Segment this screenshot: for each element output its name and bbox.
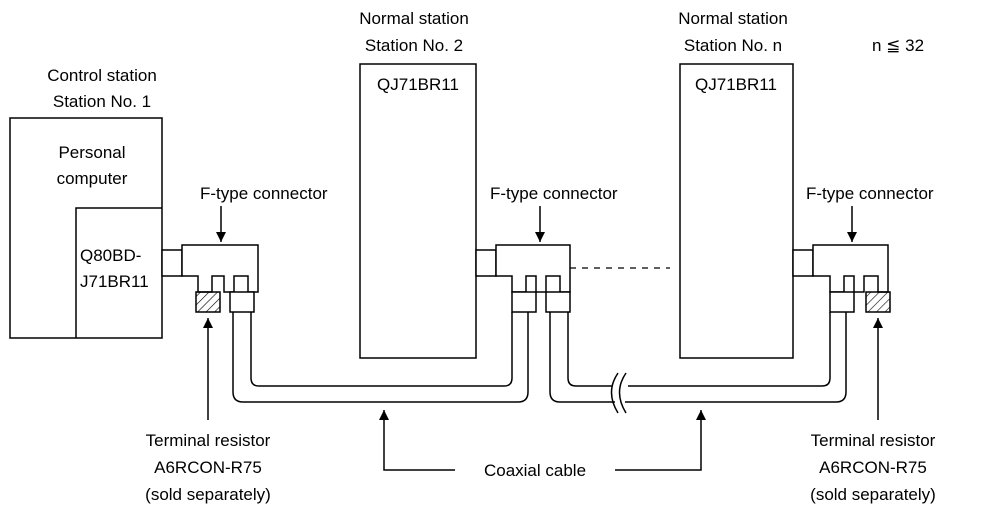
terminal-resistor-2-line2: A6RCON-R75 bbox=[819, 458, 927, 477]
normal-station-n-number: Station No. n bbox=[684, 36, 782, 55]
station-2-module-label: QJ71BR11 bbox=[377, 75, 459, 94]
connector-1-plug bbox=[161, 249, 183, 277]
pc-label-line2: computer bbox=[57, 169, 128, 188]
f-type-connector-3 bbox=[792, 244, 891, 313]
connector-3-body bbox=[812, 244, 889, 293]
normal-station-n-title: Normal station bbox=[678, 9, 788, 28]
cable-fitting-3 bbox=[829, 291, 855, 313]
f-type-connector-1 bbox=[161, 244, 259, 313]
connector-label-3: F-type connector bbox=[806, 184, 934, 203]
connector-label-2: F-type connector bbox=[490, 184, 618, 203]
station-2-module-box bbox=[359, 63, 477, 359]
connector-2-plug bbox=[475, 249, 497, 277]
control-station-title: Control station bbox=[47, 66, 157, 85]
terminal-resistor-1 bbox=[195, 291, 221, 313]
terminal-resistor-2-line3: (sold separately) bbox=[810, 485, 936, 504]
terminal-resistor-1-line1: Terminal resistor bbox=[146, 431, 271, 450]
station-n-module-label: QJ71BR11 bbox=[695, 75, 777, 94]
cable-fitting-2b bbox=[545, 291, 571, 313]
station-n-module-box bbox=[679, 63, 794, 359]
coaxial-cable-label: Coaxial cable bbox=[484, 461, 586, 480]
cable-break-mark-left bbox=[610, 372, 619, 414]
terminal-resistor-1-line2: A6RCON-R75 bbox=[154, 458, 262, 477]
normal-station-2-number: Station No. 2 bbox=[365, 36, 463, 55]
cable-fitting-1 bbox=[229, 291, 255, 313]
personal-computer-box bbox=[9, 117, 163, 339]
coaxial-cable-1 bbox=[232, 312, 529, 403]
board-label-line2: J71BR11 bbox=[80, 272, 149, 291]
coaxial-cable-2 bbox=[549, 312, 847, 414]
f-type-connector-2 bbox=[475, 244, 571, 313]
board-label-line1: Q80BD- bbox=[80, 246, 141, 265]
terminal-resistor-3 bbox=[865, 291, 891, 313]
pc-label-line1: Personal bbox=[58, 143, 125, 162]
station-limit-note: n ≦ 32 bbox=[872, 36, 924, 55]
coaxial-cable-arrow-right bbox=[615, 410, 706, 471]
network-board-outline bbox=[75, 207, 162, 338]
connector-label-1: F-type connector bbox=[200, 184, 328, 203]
terminal-resistor-1-line3: (sold separately) bbox=[145, 485, 271, 504]
connector-1-body bbox=[181, 244, 259, 293]
coaxial-cable-arrow-left bbox=[379, 410, 455, 471]
cable-fitting-2a bbox=[511, 291, 537, 313]
connector-3-plug bbox=[792, 249, 814, 277]
control-station-number: Station No. 1 bbox=[53, 92, 151, 111]
terminal-resistor-2-line1: Terminal resistor bbox=[811, 431, 936, 450]
cable-break-mark-right bbox=[618, 372, 627, 414]
normal-station-2-title: Normal station bbox=[359, 9, 469, 28]
connector-2-body bbox=[495, 244, 571, 293]
